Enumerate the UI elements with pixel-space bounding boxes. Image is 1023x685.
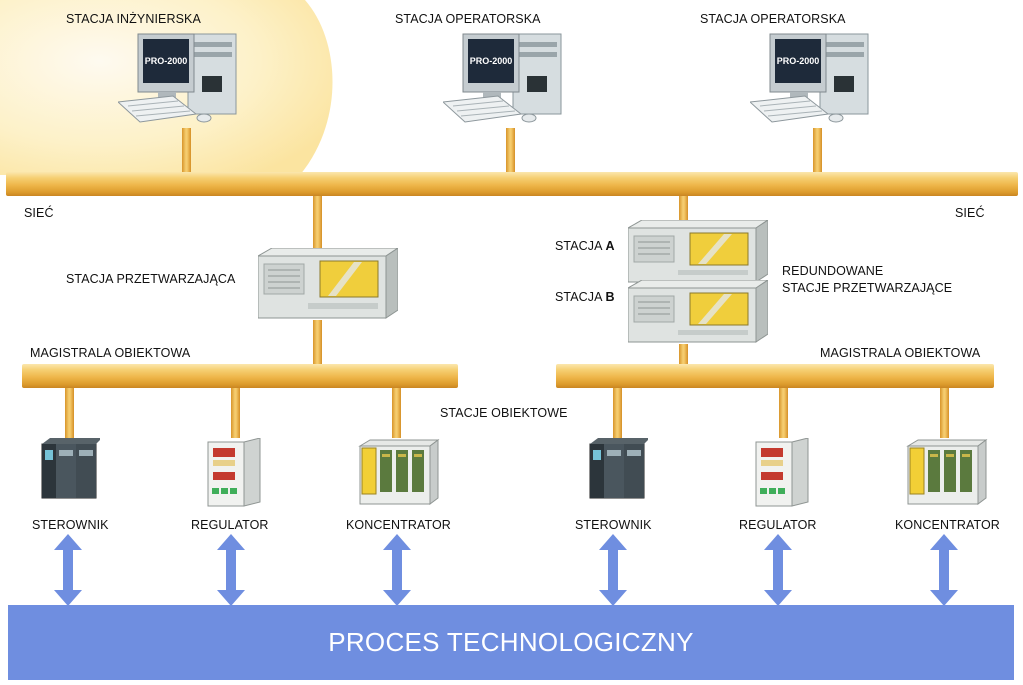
processing-station-label: STACJA PRZETWARZAJĄCA — [66, 272, 236, 286]
station-a-label: STACJA A — [555, 239, 615, 253]
double-arrow-icon-3 — [383, 534, 411, 606]
device-label-4: STEROWNIK — [575, 518, 652, 532]
concentrator-icon-1 — [358, 438, 440, 510]
double-arrow-icon-4 — [599, 534, 627, 606]
network-label-right: SIEĆ — [955, 206, 985, 220]
connector-operator-2 — [813, 128, 822, 173]
connector-operator-1 — [506, 128, 515, 173]
double-arrow-icon-2 — [217, 534, 245, 606]
connector-device-2 — [231, 388, 240, 438]
rack-server-icon-station-a — [628, 220, 768, 284]
device-label-1: STEROWNIK — [32, 518, 109, 532]
redundant-label-line1: REDUNDOWANE — [782, 264, 884, 278]
regulator-icon-2 — [754, 438, 812, 510]
connector-processing-bottom — [313, 320, 322, 364]
device-label-2: REGULATOR — [191, 518, 269, 532]
connector-processing-top — [313, 196, 322, 248]
computer-icon-operator-2: PRO-2000 — [750, 32, 875, 127]
double-arrow-icon-5 — [764, 534, 792, 606]
concentrator-icon-2 — [906, 438, 988, 510]
process-bar: PROCES TECHNOLOGICZNY — [8, 605, 1014, 680]
connector-device-5 — [779, 388, 788, 438]
connector-redundant-bottom — [679, 344, 688, 364]
workstation-label-engineering: STACJA INŻYNIERSKA — [66, 12, 201, 26]
connector-device-1 — [65, 388, 74, 438]
device-label-6: KONCENTRATOR — [895, 518, 1000, 532]
device-label-5: REGULATOR — [739, 518, 817, 532]
fieldbus-label-right: MAGISTRALA OBIEKTOWA — [820, 346, 981, 360]
rack-server-icon-station-b — [628, 280, 768, 344]
fieldbus-left — [22, 364, 458, 388]
computer-icon-engineering: PRO-2000 — [118, 32, 243, 127]
workstation-label-operator-2: STACJA OPERATORSKA — [700, 12, 846, 26]
connector-device-4 — [613, 388, 622, 438]
device-label-3: KONCENTRATOR — [346, 518, 451, 532]
connector-device-6 — [940, 388, 949, 438]
screen-text: PRO-2000 — [777, 56, 820, 66]
regulator-icon-1 — [206, 438, 264, 510]
rack-server-icon-processing — [258, 248, 398, 320]
process-label: PROCES TECHNOLOGICZNY — [328, 627, 694, 657]
fieldbus-label-left: MAGISTRALA OBIEKTOWA — [30, 346, 191, 360]
plc-icon-2 — [588, 438, 648, 500]
plc-icon-1 — [40, 438, 100, 500]
connector-device-3 — [392, 388, 401, 438]
double-arrow-icon-6 — [930, 534, 958, 606]
station-b-label: STACJA B — [555, 290, 615, 304]
network-label-left: SIEĆ — [24, 206, 54, 220]
computer-icon-operator-1: PRO-2000 — [443, 32, 568, 127]
connector-redundant-top — [679, 196, 688, 220]
field-stations-label: STACJE OBIEKTOWE — [440, 406, 568, 420]
fieldbus-right — [556, 364, 994, 388]
connector-engineering — [182, 128, 191, 173]
double-arrow-icon-1 — [54, 534, 82, 606]
network-bus — [6, 172, 1018, 196]
screen-text: PRO-2000 — [470, 56, 513, 66]
redundant-label-line2: STACJE PRZETWARZAJĄCE — [782, 281, 953, 295]
workstation-label-operator-1: STACJA OPERATORSKA — [395, 12, 541, 26]
screen-text: PRO-2000 — [145, 56, 188, 66]
